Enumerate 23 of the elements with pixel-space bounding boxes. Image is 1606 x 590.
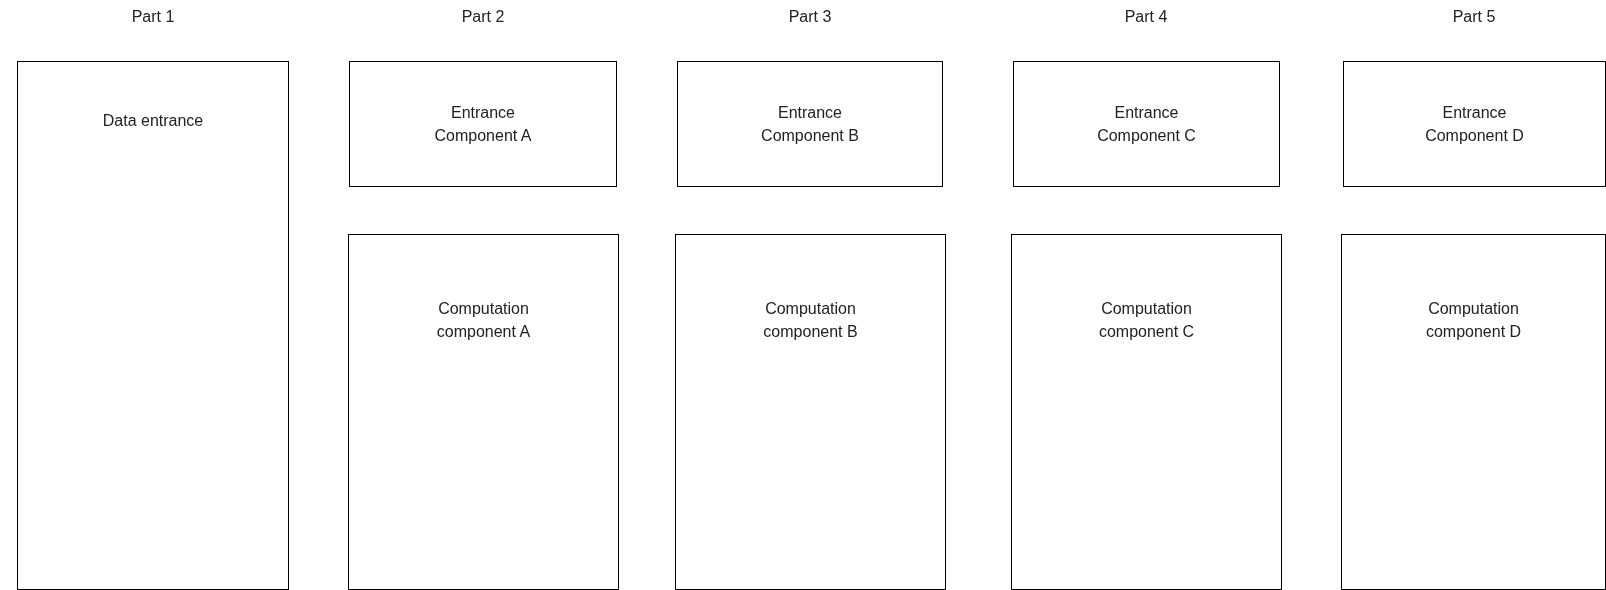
column-heading: Part 2 [460, 8, 506, 26]
box-label: Computation component D [1424, 299, 1523, 342]
computation-component-box [1341, 234, 1606, 590]
entrance-component-box [349, 61, 617, 187]
box-label: Data entrance [101, 111, 205, 131]
data-entrance-box [17, 61, 289, 590]
box-label: Computation component A [435, 299, 532, 342]
box-label: Entrance Component C [1096, 103, 1197, 146]
box-label: Computation component C [1097, 299, 1196, 342]
box-label: Entrance Component A [433, 103, 533, 146]
column-heading: Part 3 [787, 8, 833, 26]
box-label: Computation component B [762, 299, 859, 342]
column-heading: Part 4 [1123, 8, 1169, 26]
computation-component-box [675, 234, 946, 590]
entrance-component-box [1013, 61, 1280, 187]
entrance-component-box [1343, 61, 1606, 187]
entrance-component-box [677, 61, 943, 187]
computation-component-box [348, 234, 619, 590]
box-label: Entrance Component B [760, 103, 860, 146]
box-label: Entrance Component D [1424, 103, 1525, 146]
computation-component-box [1011, 234, 1282, 590]
column-heading: Part 1 [130, 8, 176, 26]
column-heading: Part 5 [1451, 8, 1497, 26]
